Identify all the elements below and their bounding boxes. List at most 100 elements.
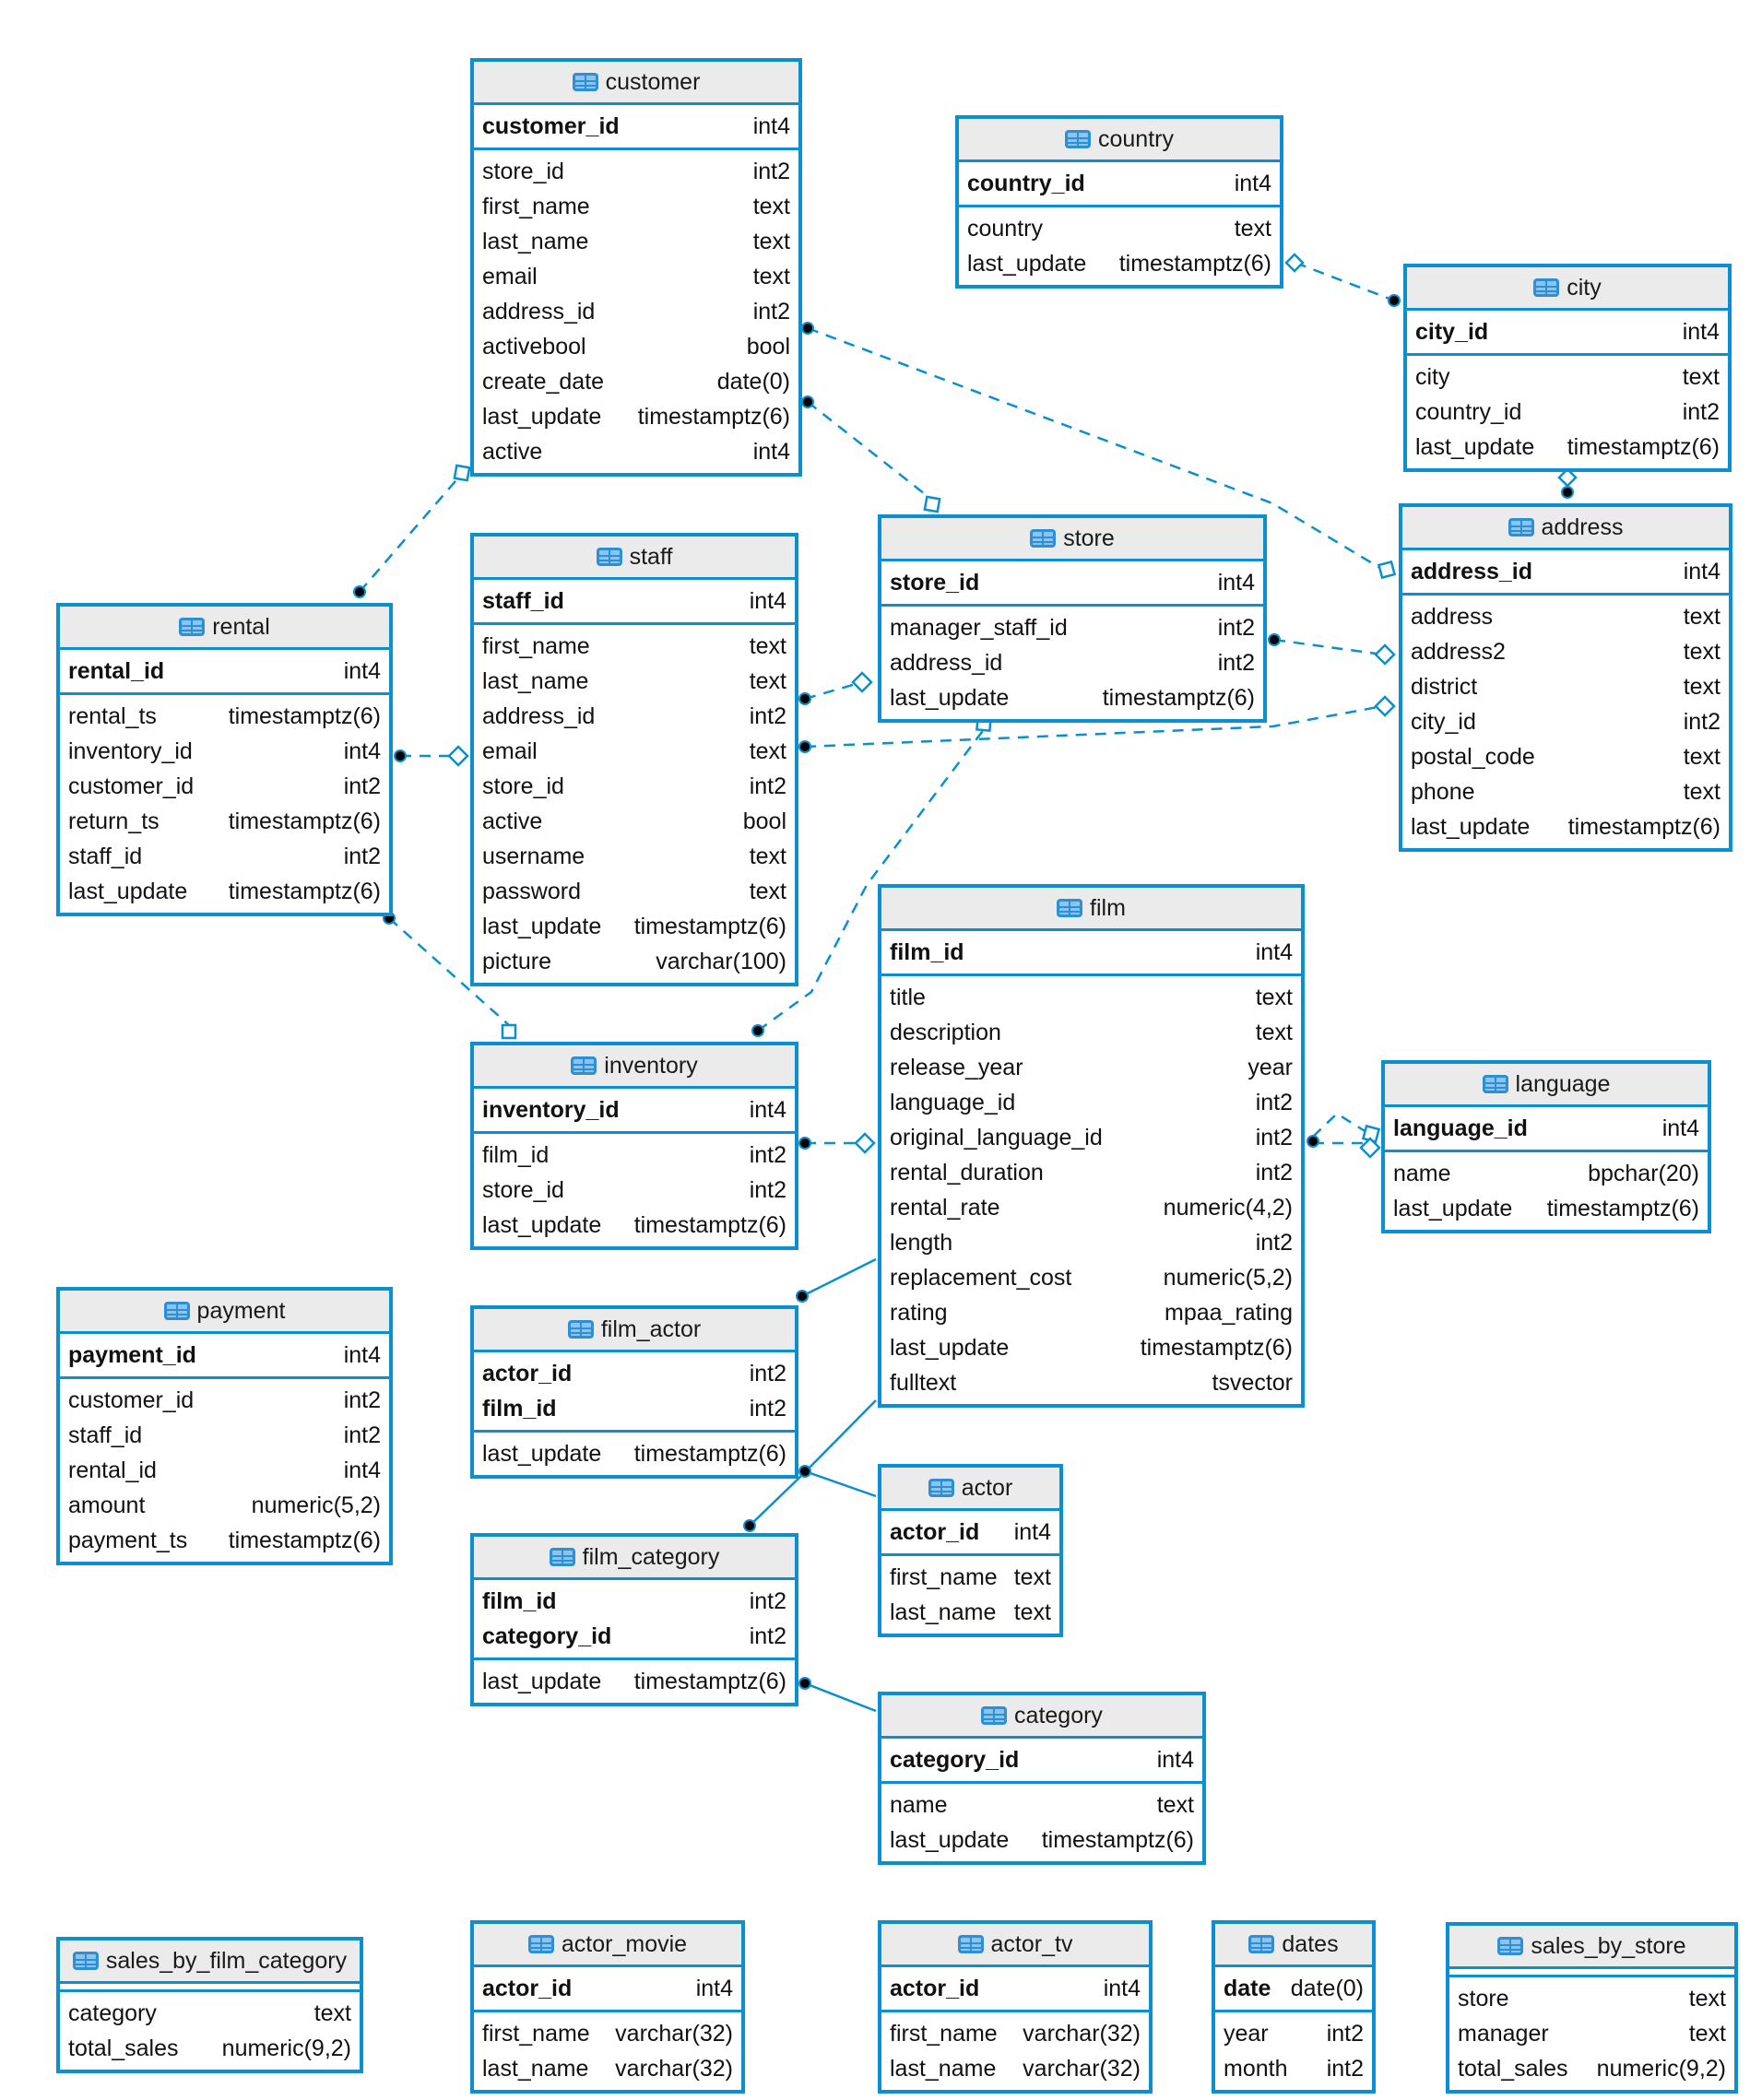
table-header[interactable]: city xyxy=(1407,267,1728,311)
table-header[interactable]: store xyxy=(881,518,1263,561)
table-header[interactable]: actor_movie xyxy=(474,1924,741,1967)
table-header[interactable]: film_category xyxy=(474,1537,795,1580)
table-header[interactable]: actor_tv xyxy=(881,1924,1149,1967)
table-header[interactable]: sales_by_film_category xyxy=(60,1941,360,1984)
table-header[interactable]: film xyxy=(881,888,1301,931)
table-header[interactable]: dates xyxy=(1215,1924,1372,1967)
table-header[interactable]: inventory xyxy=(474,1045,795,1089)
table-header[interactable]: customer xyxy=(474,62,798,105)
table-header[interactable]: address xyxy=(1402,507,1729,550)
table-header[interactable]: country xyxy=(959,119,1280,162)
table-header[interactable]: actor xyxy=(881,1468,1059,1511)
table-header[interactable]: payment xyxy=(60,1291,389,1334)
table-header[interactable]: rental xyxy=(60,607,389,650)
